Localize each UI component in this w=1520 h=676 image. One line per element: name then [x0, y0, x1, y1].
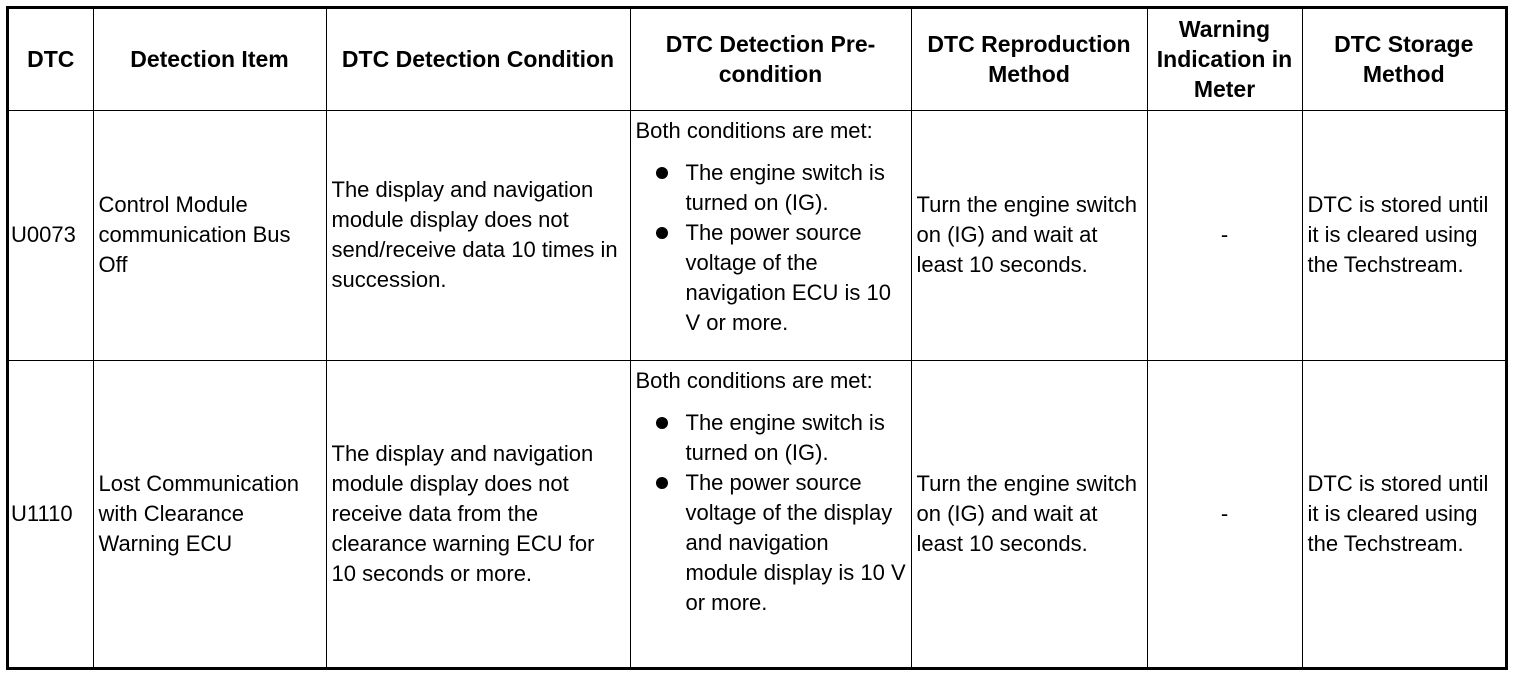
- detection-item: Lost Communication with Clearance Warnin…: [92, 359, 327, 667]
- header-row: DTC Detection Item DTC Detection Conditi…: [9, 9, 1505, 111]
- bullet-icon: [655, 226, 668, 239]
- bullet-icon: [655, 416, 668, 429]
- warning-indication: -: [1146, 359, 1303, 667]
- detection-condition: The display and navigation module displa…: [325, 359, 631, 667]
- header-detection-precondition: DTC Detection Pre-condition: [629, 9, 912, 111]
- dtc-code: U1110: [9, 359, 94, 667]
- dtc-code: U0073: [9, 109, 94, 361]
- reproduction-method: Turn the engine switch on (IG) and wait …: [910, 109, 1148, 361]
- header-reproduction-method: DTC Reproduction Method: [910, 9, 1148, 111]
- storage-method: DTC is stored until it is cleared using …: [1301, 109, 1505, 361]
- precondition-text: The engine switch is turned on (IG).: [685, 409, 885, 465]
- dtc-table-frame: DTC Detection Item DTC Detection Conditi…: [6, 6, 1508, 670]
- list-item: The engine switch is turned on (IG).: [655, 158, 907, 218]
- list-item: The power source voltage of the display …: [655, 468, 907, 618]
- header-detection-condition: DTC Detection Condition: [325, 9, 631, 111]
- precondition-list: The engine switch is turned on (IG). The…: [636, 408, 907, 618]
- bullet-icon: [655, 166, 668, 179]
- precondition-title: Both conditions are met:: [635, 367, 873, 393]
- header-storage-method: DTC Storage Method: [1301, 9, 1505, 111]
- detection-precondition: Both conditions are met: The engine swit…: [629, 359, 912, 667]
- table-row: U1110 Lost Communication with Clearance …: [9, 359, 1505, 667]
- precondition-text: The power source voltage of the display …: [685, 469, 906, 615]
- bullet-icon: [655, 476, 668, 489]
- precondition-text: The engine switch is turned on (IG).: [685, 159, 885, 215]
- precondition-text: The power source voltage of the navigati…: [685, 219, 891, 335]
- precondition-list: The engine switch is turned on (IG). The…: [636, 158, 907, 338]
- warning-indication: -: [1146, 109, 1303, 361]
- dtc-table: DTC Detection Item DTC Detection Conditi…: [9, 9, 1505, 667]
- list-item: The engine switch is turned on (IG).: [655, 408, 907, 468]
- storage-method: DTC is stored until it is cleared using …: [1301, 359, 1505, 667]
- header-detection-item: Detection Item: [92, 9, 327, 111]
- detection-item: Control Module communication Bus Off: [92, 109, 327, 361]
- detection-condition: The display and navigation module displa…: [325, 109, 631, 361]
- table-row: U0073 Control Module communication Bus O…: [9, 109, 1505, 361]
- reproduction-method: Turn the engine switch on (IG) and wait …: [910, 359, 1148, 667]
- header-dtc: DTC: [9, 9, 94, 111]
- precondition-title: Both conditions are met:: [635, 117, 873, 143]
- list-item: The power source voltage of the navigati…: [655, 218, 907, 338]
- header-warning-indication: Warning Indication in Meter: [1146, 9, 1303, 111]
- detection-precondition: Both conditions are met: The engine swit…: [629, 109, 912, 361]
